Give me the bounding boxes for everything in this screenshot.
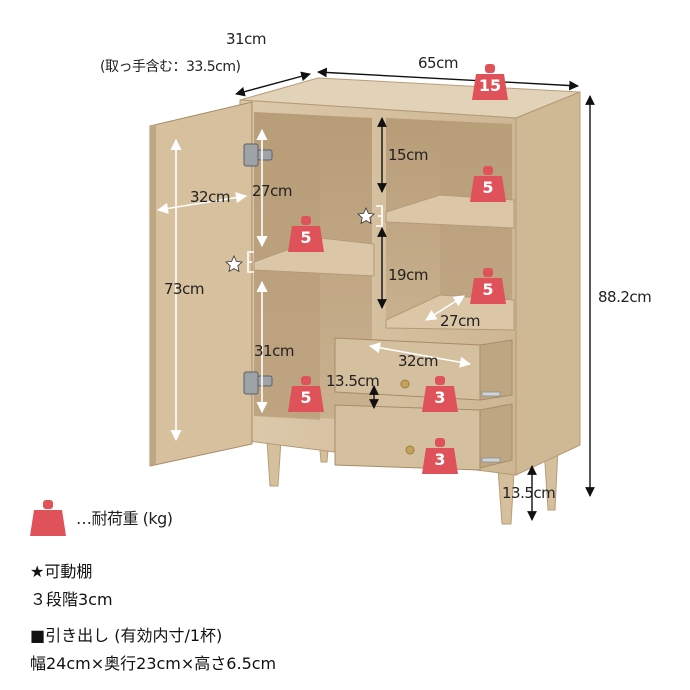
leg-height-label: 13.5cm bbox=[502, 484, 556, 502]
weight-right-top-value: 5 bbox=[482, 178, 494, 197]
depth-with-handle-label: (取っ手含む：33.5cm) bbox=[100, 59, 241, 75]
weight-left-bottom-value: 5 bbox=[300, 388, 312, 407]
door-inner-depth-label: 32cm bbox=[190, 188, 230, 206]
height-label: 88.2cm bbox=[598, 288, 652, 306]
drawer-note-title: ■引き出し (有効内寸/1杯) bbox=[30, 626, 223, 645]
weight-icon: 3 bbox=[420, 374, 460, 414]
shelf-note-title: ★可動棚 bbox=[30, 562, 93, 581]
width-label: 65cm bbox=[418, 54, 458, 72]
star-icons bbox=[225, 207, 375, 273]
weight-right-mid-value: 5 bbox=[482, 280, 494, 299]
right-shelf-upper bbox=[385, 194, 515, 229]
weight-left-shelf-value: 5 bbox=[300, 228, 312, 247]
left-lower-height-label: 31cm bbox=[254, 342, 294, 360]
cabinet-side bbox=[515, 91, 581, 476]
shelf-note-detail: ３段階3cm bbox=[30, 590, 113, 609]
weight-icon: 5 bbox=[468, 164, 508, 204]
weight-icon: 5 bbox=[286, 214, 326, 254]
drawer-width-label: 32cm bbox=[398, 352, 438, 370]
depth-label: 31cm bbox=[226, 30, 266, 48]
right-shelf-depth-label: 27cm bbox=[440, 312, 480, 330]
weight-drawer-2-value: 3 bbox=[434, 450, 446, 469]
legend-weight-icon bbox=[28, 498, 68, 538]
weight-icon: 15 bbox=[470, 62, 510, 102]
weight-icon: 5 bbox=[468, 266, 508, 306]
legend-label: …耐荷重 (kg) bbox=[76, 509, 173, 528]
weight-top-value: 15 bbox=[478, 76, 502, 95]
drawer-height-label: 13.5cm bbox=[326, 372, 380, 390]
right-mid-height-label: 19cm bbox=[388, 266, 428, 284]
left-upper-height-label: 27cm bbox=[252, 182, 292, 200]
dimension-lines-white bbox=[156, 128, 472, 442]
weight-icon: 5 bbox=[286, 374, 326, 414]
right-top-height-label: 15cm bbox=[388, 146, 428, 164]
door-height-label: 73cm bbox=[164, 280, 204, 298]
adjustable-shelf-markers bbox=[247, 205, 383, 273]
dimension-lines bbox=[235, 67, 595, 521]
drawer-note-detail: 幅24cm×奥行23cm×高さ6.5cm bbox=[30, 654, 277, 673]
weight-drawer-1-value: 3 bbox=[434, 388, 446, 407]
weight-icon: 3 bbox=[420, 436, 460, 476]
